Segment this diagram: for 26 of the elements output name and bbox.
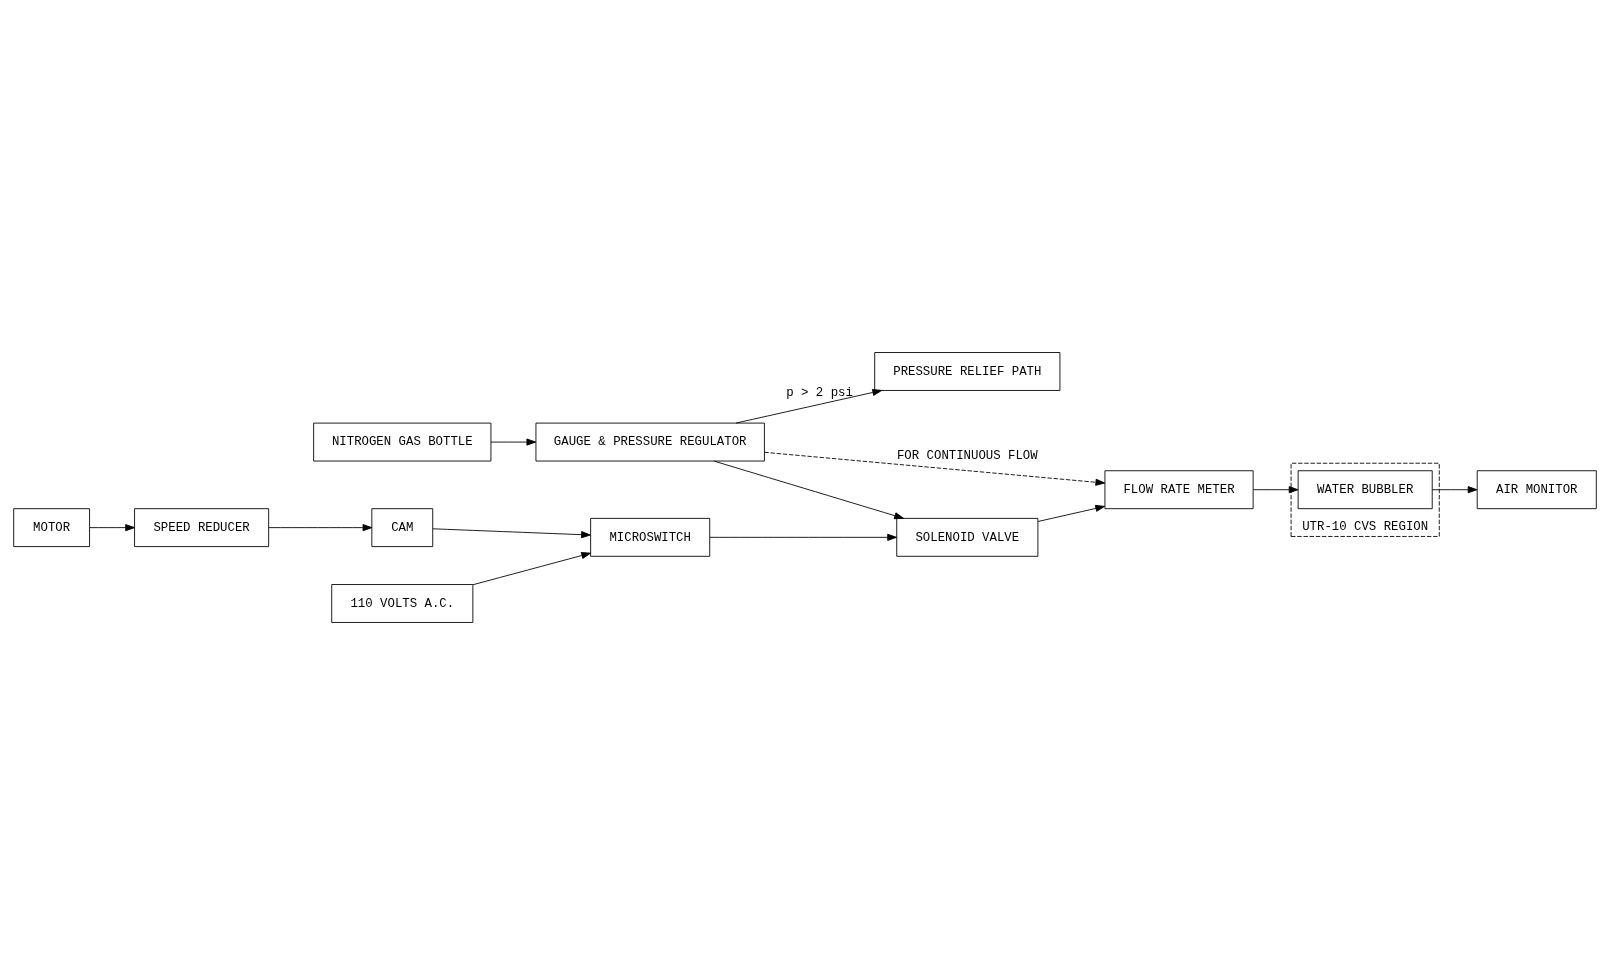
arrow — [472, 551, 591, 585]
arrow — [735, 388, 883, 423]
arrow — [1037, 504, 1106, 522]
node-box: AIR MONITOR — [1476, 469, 1597, 509]
arrow — [713, 460, 904, 519]
node-box: SPEED REDUCER — [134, 507, 270, 547]
arrow — [432, 527, 591, 538]
arrow — [89, 523, 135, 531]
node-box: 110 VOLTS A.C. — [331, 583, 474, 623]
node-box: PRESSURE RELIEF PATH — [874, 351, 1061, 391]
node-box: NITROGEN GAS BOTTLE — [313, 422, 492, 461]
node-box: MOTOR — [13, 507, 90, 547]
node-box: GAUGE & PRESSURE REGULATOR — [535, 422, 765, 461]
arrow — [764, 451, 1106, 486]
node-box: FLOW RATE METER — [1104, 469, 1254, 509]
edge-label: FOR CONTINUOUS FLOW — [896, 448, 1038, 463]
arrow — [709, 533, 897, 541]
arrow — [1252, 485, 1299, 493]
arrow — [268, 523, 373, 531]
node-box: CAM — [371, 507, 434, 547]
node-box: WATER BUBBLER — [1297, 469, 1433, 509]
arrow — [490, 438, 537, 446]
edge-label: p > 2 psi — [786, 384, 853, 399]
arrow — [1432, 485, 1478, 493]
node-box: SOLENOID VALVE — [896, 517, 1039, 557]
node-box: MICROSWITCH — [590, 517, 711, 557]
